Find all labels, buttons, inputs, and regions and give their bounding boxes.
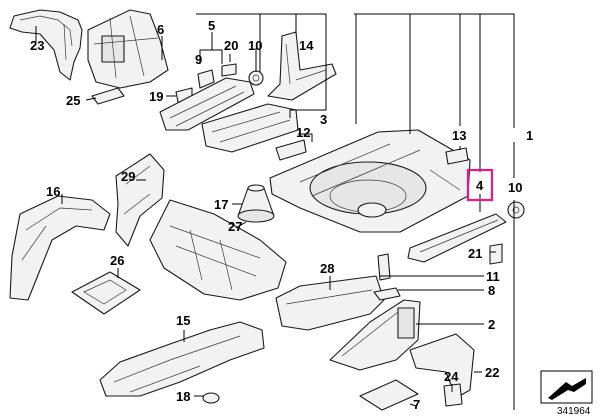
callout-3: 3 [320,112,327,127]
part-25-bracket [91,87,125,105]
callout-10-top: 10 [248,38,262,53]
part-16-wheel-housing [9,195,111,301]
part-29-inner-panel [115,153,165,247]
callout-18: 18 [176,389,190,404]
highlight-box [466,168,494,202]
part-24-bracket [443,383,463,407]
callout-25: 25 [66,93,80,108]
callout-4: 4 [476,178,484,193]
callout-15: 15 [176,313,190,328]
callout-29: 29 [121,169,135,184]
part-13-clip [445,147,469,165]
part-23-wheel-arch-panel [9,9,83,81]
part-28-side-rail [275,275,385,331]
callout-14: 14 [299,38,314,53]
part-26-frame [71,271,141,315]
part-11-bracket [377,253,391,281]
callout-5: 5 [208,18,215,33]
part-21-bracket [489,243,503,265]
document-number: 341964 [557,406,591,417]
part-2-side-member [329,299,421,371]
callout-27: 27 [228,219,242,234]
callout-16: 16 [46,184,60,199]
callout-22: 22 [485,365,499,380]
part-18-plug [202,392,220,404]
part-7-plate [359,379,419,411]
highlighted-callout[interactable]: 4 [466,168,494,202]
part-5-cross-member [159,77,255,131]
part-4-rear-strip [407,213,507,263]
callout-24: 24 [444,369,459,384]
callout-11: 11 [486,269,500,284]
callout-6: 6 [157,22,164,37]
callout-1: 1 [526,128,533,143]
floor-pan [149,199,287,301]
part-3-floor-channel [201,103,299,153]
arrow-icon [548,378,586,400]
callout-21: 21 [468,246,482,261]
part-10-grommet-top [248,70,264,86]
spare-wheel-well-floor [269,129,471,233]
callout-28: 28 [320,261,334,276]
part-8-mount [373,287,401,301]
part-17-bump-stop [237,184,275,223]
callout-26: 26 [110,253,124,268]
callout-labels: 23 5 6 20 10 14 9 19 25 3 12 13 1 10 29 … [30,18,533,412]
callout-19: 19 [149,89,163,104]
callout-10-right: 10 [508,180,522,195]
callout-20: 20 [224,38,238,53]
part-20-bracket [221,63,237,77]
callout-23: 23 [30,38,44,53]
callout-8: 8 [488,283,495,298]
part-15-heat-shield [99,321,265,397]
part-22-bracket [409,333,475,399]
callout-9: 9 [195,52,202,67]
leader-lines [35,13,515,410]
part-12-angle-bracket [275,139,307,161]
view-direction-symbol [540,370,593,404]
callout-7: 7 [413,397,420,412]
part-14-support-bracket [267,31,337,101]
callout-17: 17 [214,197,228,212]
callout-12: 12 [296,125,310,140]
part-9-bracket [197,69,215,89]
callout-2: 2 [488,317,495,332]
part-6-side-panel [87,9,169,89]
callout-13: 13 [452,128,466,143]
part-10-grommet-right [507,201,525,219]
